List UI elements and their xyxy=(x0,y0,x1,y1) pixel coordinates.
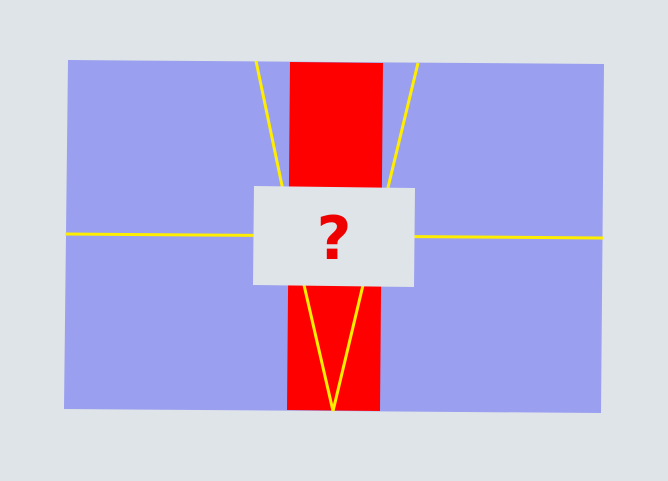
yellow-upper-right-line xyxy=(383,62,420,201)
yellow-lower-right-line xyxy=(331,284,365,412)
mask-box-shape xyxy=(253,186,415,287)
yellow-upper-left-line xyxy=(254,60,287,201)
yellow-lower-left-line xyxy=(302,284,335,412)
